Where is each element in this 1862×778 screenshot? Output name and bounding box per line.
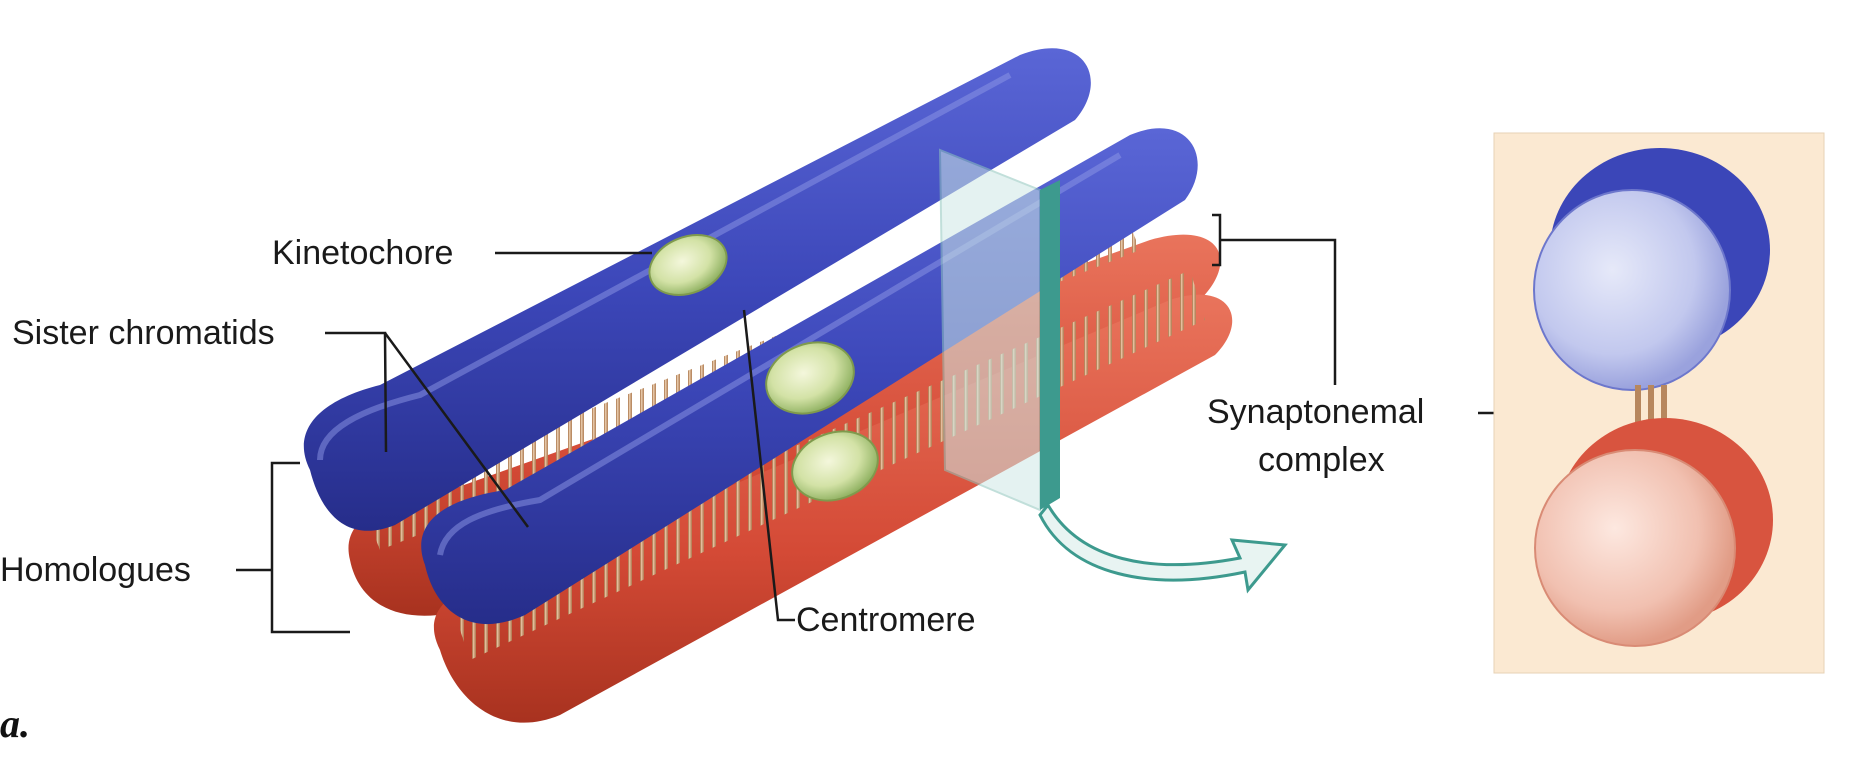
label-centromere: Centromere	[796, 601, 976, 639]
label-synaptonemal-line2: complex	[1258, 441, 1385, 479]
leader-lines	[236, 213, 1640, 634]
label-kinetochore: Kinetochore	[272, 234, 454, 272]
label-sister-chromatids: Sister chromatids	[12, 314, 275, 352]
kinetochore-middle	[765, 341, 855, 415]
inset-red-chromatid-face	[1534, 449, 1736, 647]
inset-blue-chromatid-face	[1533, 189, 1731, 391]
kinetochore-top	[648, 234, 728, 296]
kinetochore-lower	[791, 430, 879, 502]
cross-section-inset	[1493, 132, 1825, 674]
label-homologues: Homologues	[0, 551, 191, 589]
arrow-to-inset	[1038, 502, 1288, 594]
label-synaptonemal-line1: Synaptonemal	[1207, 393, 1425, 431]
panel-letter: a.	[0, 701, 30, 746]
cross-section-plane	[938, 148, 1060, 512]
